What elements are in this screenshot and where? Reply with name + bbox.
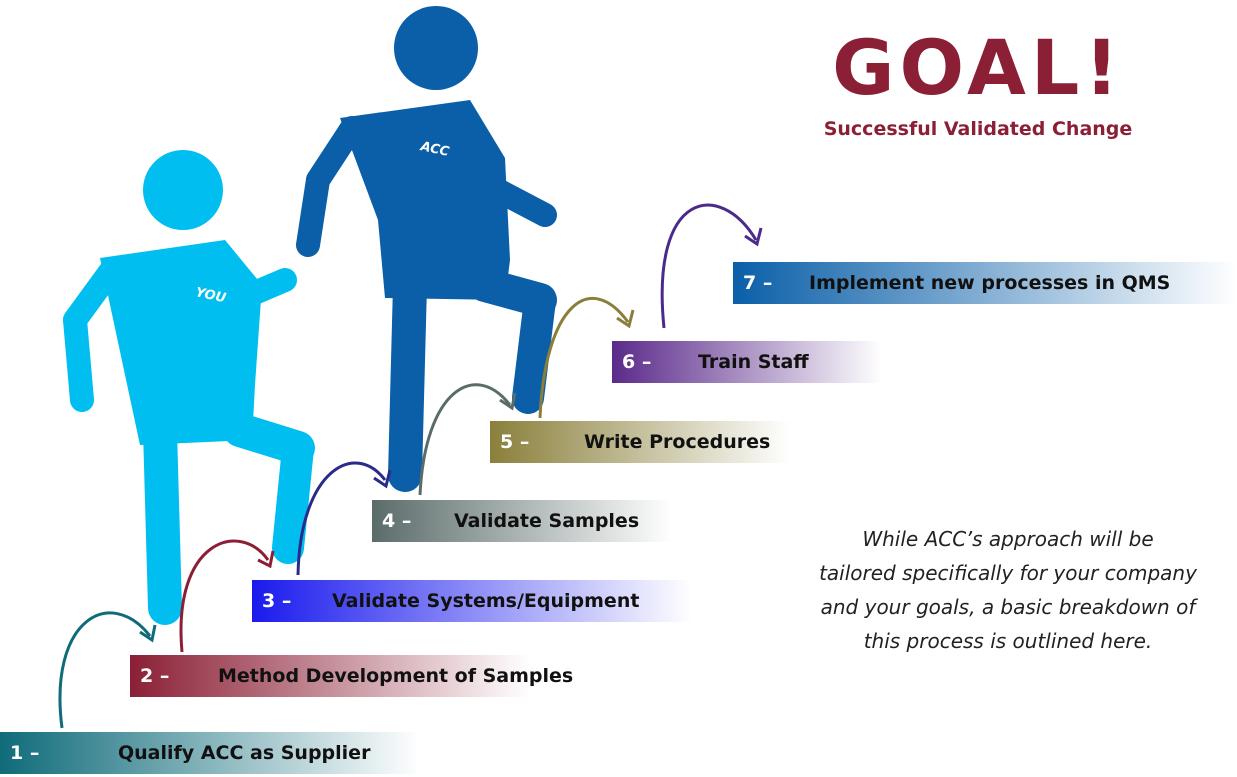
step-label: Validate Samples xyxy=(454,510,640,532)
step-bar-1 xyxy=(0,732,420,774)
step-bar-2 xyxy=(130,655,530,697)
step-label: Validate Systems/Equipment xyxy=(332,590,640,612)
step-label: Write Procedures xyxy=(584,431,771,453)
arrowhead-2 xyxy=(257,550,275,569)
arc-2-to-3 xyxy=(179,539,270,653)
arc-4-to-5 xyxy=(418,383,512,496)
note-line-1: While ACC’s approach will be xyxy=(862,527,1154,551)
arc-6-to-7 xyxy=(660,203,758,329)
step-bar-4 xyxy=(372,500,672,542)
you-figure xyxy=(63,150,315,625)
step-number: 4 – xyxy=(382,510,412,532)
step-number: 2 – xyxy=(140,665,170,687)
step-number: 6 – xyxy=(622,351,652,373)
process-note: While ACC’s approach will be tailored sp… xyxy=(728,522,1237,658)
acc-figure xyxy=(296,6,557,492)
step-bar-3 xyxy=(252,580,692,622)
step-label: Train Staff xyxy=(698,351,809,373)
note-line-3: and your goals, a basic breakdown of xyxy=(820,595,1196,619)
step-label: Qualify ACC as Supplier xyxy=(118,742,371,764)
step-label: Implement new processes in QMS xyxy=(809,272,1171,294)
arc-5-to-6 xyxy=(538,296,630,419)
step-label: Method Development of Samples xyxy=(218,665,574,687)
acc-shirt-label: ACC xyxy=(418,139,451,160)
step-bar-6 xyxy=(612,341,882,383)
step-bar-7 xyxy=(733,262,1237,304)
step-number: 7 – xyxy=(743,272,773,294)
arc-1-to-2 xyxy=(58,611,152,729)
goal-subtitle: Successful Validated Change xyxy=(823,118,1133,140)
step-number: 3 – xyxy=(262,590,292,612)
step-number: 1 – xyxy=(10,742,40,764)
goal-title: GOAL! xyxy=(832,23,1124,112)
arrowhead-6 xyxy=(744,227,763,247)
arrowhead-1 xyxy=(139,624,157,643)
arrowhead-3 xyxy=(373,469,392,489)
arrowhead-4 xyxy=(499,392,517,411)
step-number: 5 – xyxy=(500,431,530,453)
arc-3-to-4 xyxy=(296,461,387,576)
arrowhead-5 xyxy=(616,309,635,329)
note-line-4: this process is outlined here. xyxy=(863,629,1153,653)
you-shirt-label: YOU xyxy=(194,285,227,306)
step-bar-5 xyxy=(490,421,790,463)
note-line-2: tailored specifically for your company xyxy=(819,561,1197,585)
